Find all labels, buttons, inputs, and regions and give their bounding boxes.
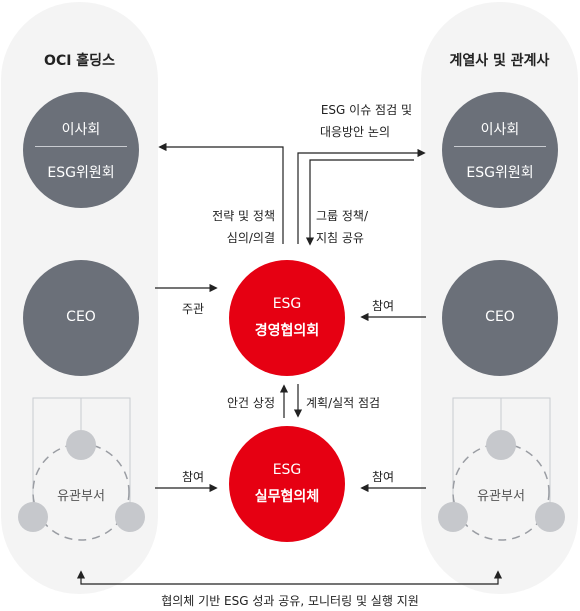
- left-dept-node-right: [115, 502, 145, 532]
- left-esg-committee-label: ESG위원회: [47, 165, 115, 181]
- esg-council-circle: ESG 경영협의회: [229, 260, 345, 376]
- left-ceo-label: CEO: [66, 309, 96, 325]
- right-ceo-circle: CEO: [442, 260, 558, 376]
- right-esg-committee-label: ESG위원회: [466, 165, 534, 181]
- left-ceo-circle: CEO: [23, 260, 139, 376]
- group-policy-label-2: 지침 공유: [316, 231, 364, 245]
- arrow-issue-review: [297, 148, 426, 244]
- esg-working-circle: ESG 실무협의체: [229, 426, 345, 542]
- left-dept-node-top: [66, 430, 96, 460]
- issue-review-label-2: 대응방안 논의: [319, 125, 390, 139]
- strategy-label-2: 심의/의결: [226, 231, 275, 245]
- left-board-circle: 이사회 ESG위원회: [23, 92, 139, 208]
- left-board-divider: [35, 146, 127, 147]
- right-ceo-label: CEO: [485, 309, 515, 325]
- right-dept-node-top: [486, 430, 516, 460]
- arrow-bottom-bracket: [76, 570, 503, 585]
- strategy-label-1: 전략 및 정책: [212, 209, 275, 223]
- left-dept-label: 유관부서: [57, 489, 105, 504]
- host-label: 주관: [182, 302, 205, 316]
- esg-working-line1: ESG: [272, 462, 302, 478]
- agenda-label: 안건 상정: [227, 396, 275, 410]
- esg-working-line2: 실무협의체: [254, 489, 320, 505]
- participate-council-label: 참여: [372, 299, 395, 313]
- arrow-group-policy: [305, 159, 414, 246]
- left-group-title: OCI 홀딩스: [44, 53, 115, 69]
- right-board-label: 이사회: [480, 122, 520, 138]
- right-dept-label: 유관부서: [477, 489, 525, 504]
- right-dept-node-left: [438, 502, 468, 532]
- left-dept-node-left: [18, 502, 48, 532]
- plan-check-label: 계획/실적 점검: [306, 396, 381, 410]
- esg-council-line1: ESG: [272, 296, 302, 312]
- issue-review-label-1: ESG 이슈 점검 및: [320, 103, 412, 117]
- arrow-strategy: [158, 142, 284, 244]
- participate-right-label: 참여: [372, 470, 395, 484]
- left-board-label: 이사회: [61, 122, 101, 138]
- participate-left-label: 참여: [182, 470, 205, 484]
- bottom-caption: 협의체 기반 ESG 성과 공유, 모니터링 및 실행 지원: [161, 594, 419, 608]
- right-board-divider: [454, 146, 546, 147]
- right-dept-node-right: [535, 502, 565, 532]
- right-board-circle: 이사회 ESG위원회: [442, 92, 558, 208]
- right-group-title: 계열사 및 관계사: [449, 53, 550, 69]
- group-policy-label-1: 그룹 정책/: [316, 209, 369, 223]
- esg-council-line2: 경영협의회: [254, 323, 320, 339]
